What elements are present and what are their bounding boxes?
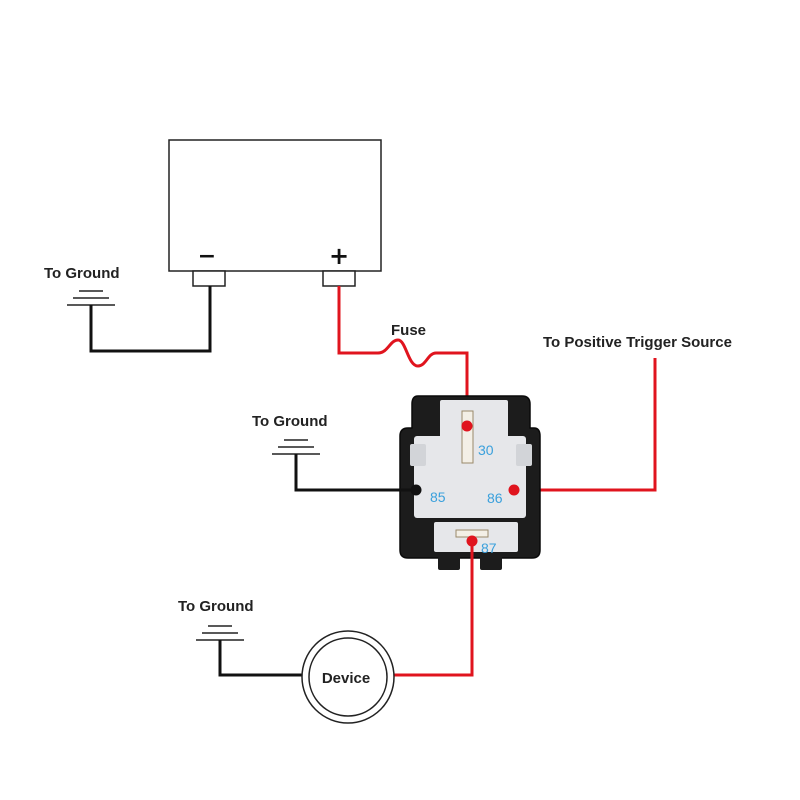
device-label: Device <box>322 670 370 687</box>
pin-86-dot <box>508 484 520 496</box>
battery-body <box>168 139 382 272</box>
trigger-wire <box>514 358 657 492</box>
power-wire <box>337 286 378 355</box>
pin-85-label: 85 <box>430 489 446 505</box>
load-wire <box>394 541 474 677</box>
pin-87-dot <box>466 535 478 547</box>
ground-wire <box>218 640 304 677</box>
positive-symbol: + <box>329 242 349 270</box>
device-inner-ring <box>308 637 388 717</box>
relay: 30 85 86 87 <box>399 395 541 570</box>
relay-foot <box>438 556 460 570</box>
pin-87-label: 87 <box>481 540 497 556</box>
pin-30-label: 30 <box>478 442 494 458</box>
pin-30-dot <box>461 420 473 432</box>
pin-86-label: 86 <box>487 490 503 506</box>
battery: − + <box>168 139 382 287</box>
ground-wire <box>294 454 416 492</box>
pin-85-dot <box>410 484 422 496</box>
relay-ground: To Ground <box>252 413 416 492</box>
relay-foot <box>480 556 502 570</box>
pin-30-blade <box>461 410 474 464</box>
fuse-icon <box>377 338 437 368</box>
device-circuit: To Ground Device <box>178 541 474 724</box>
negative-symbol: − <box>198 244 216 269</box>
relay-top-slot <box>440 400 508 440</box>
battery-ground-label: To Ground <box>44 265 120 282</box>
ground-symbol-icon <box>196 625 244 641</box>
ground-symbol-icon <box>272 439 320 455</box>
battery-ground: To Ground <box>44 265 212 353</box>
ground-symbol-icon <box>67 290 115 306</box>
fuse-label: Fuse <box>391 322 426 339</box>
trigger: To Positive Trigger Source <box>514 334 732 492</box>
negative-terminal <box>192 270 226 287</box>
trigger-label: To Positive Trigger Source <box>543 334 732 351</box>
device-ground-label: To Ground <box>178 598 254 615</box>
ground-wire <box>89 286 212 353</box>
relay-face <box>414 436 526 518</box>
relay-ground-label: To Ground <box>252 413 328 430</box>
positive-terminal <box>322 270 356 287</box>
relay-side-tab <box>516 444 532 466</box>
relay-side-tab <box>410 444 426 466</box>
